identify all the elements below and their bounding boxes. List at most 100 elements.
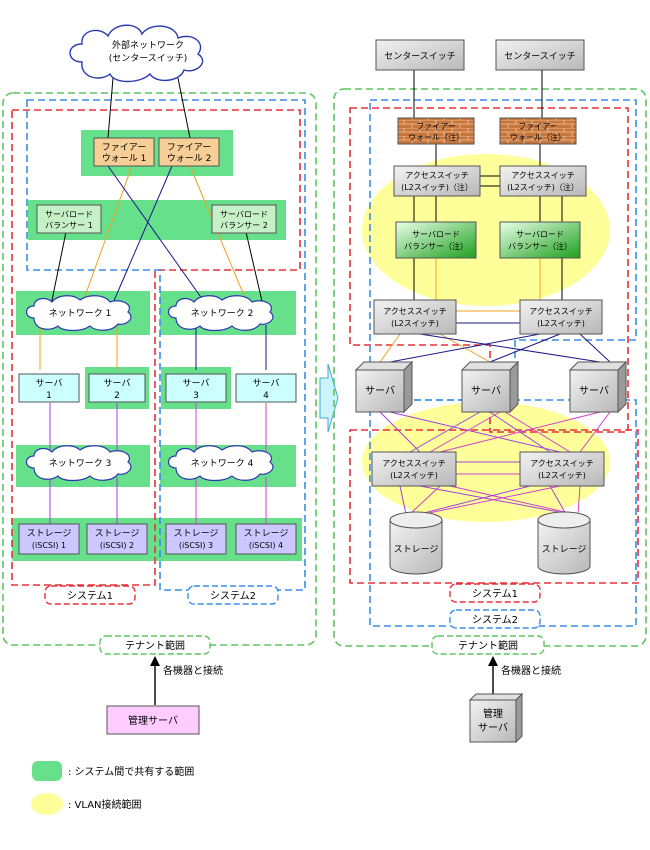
legend-vlan-label: : VLAN接続範囲 [68,798,142,811]
right-firewall-1-label: ファイアー [416,122,456,131]
right-system1-label: システム1 [472,588,518,600]
left-tenant-tag: テナント範囲 [99,635,211,655]
left-storage-3[interactable]: ストレージ (iSCSI) 3 [165,523,227,555]
access-switch-mid-2-label: アクセススイッチ [529,307,593,316]
left-load-balancer-1[interactable]: サーバロード バランサー 1 [36,204,102,234]
left-links [39,77,267,524]
left-mgmt-server[interactable]: 管理サーバ [106,705,200,735]
right-storage-2-label: ストレージ [542,545,587,555]
access-switch-top-1[interactable]: アクセススイッチ (L2スイッチ)（注） [393,165,481,197]
right-load-balancer-1[interactable]: サーバロード バランサー（注） [395,221,477,259]
right-system2-tag: システム2 [449,609,541,629]
left-load-balancer-2[interactable]: サーバロード バランサー 2 [211,204,277,234]
network-2-cloud: ネットワーク 2 [167,295,274,332]
network-3-cloud: ネットワーク 3 [25,445,132,482]
left-storage-2[interactable]: ストレージ (iSCSI) 2 [86,523,148,555]
access-switch-bottom-1-label: アクセススイッチ [382,459,446,468]
access-switch-bottom-2[interactable]: アクセススイッチ (L2スイッチ) [519,451,605,487]
left-lb-2-sub: バランサー 2 [220,221,268,230]
left-firewall-2[interactable]: ファイアー ウォール 2 [158,137,220,167]
left-server-4-sub: 4 [263,391,269,401]
right-lb-2-sub: バランサー（注） [508,241,572,251]
left-storage-4[interactable]: ストレージ (iSCSI) 4 [235,523,297,555]
access-switch-mid-1[interactable]: アクセススイッチ (L2スイッチ) [373,299,457,335]
right-system1-border-lower [349,429,639,584]
left-storage-4-label: ストレージ [244,529,289,539]
network-3-label: ネットワーク 3 [49,458,112,469]
right-server-2[interactable]: サーバ [460,360,520,414]
network-4-cloud: ネットワーク 4 [167,445,274,482]
left-tenant-label: テナント範囲 [125,639,185,652]
right-mgmt-arrowhead [488,656,498,666]
center-switch-1-label: センタースイッチ [384,51,456,62]
center-switch-2-label: センタースイッチ [504,51,576,62]
left-server-1-sub: 1 [46,391,52,401]
legend-shared-swatch [32,761,62,781]
access-switch-bottom-1-sub: (L2スイッチ) [390,471,438,480]
right-connect-label: 各機器と接続 [501,664,561,677]
left-system2-border [26,99,306,591]
left-lb-1-sub: バランサー 1 [45,221,93,230]
access-switch-top-2-label: アクセススイッチ [511,171,575,180]
right-mgmt-server-sub: サーバ [478,722,508,734]
access-switch-mid-1-label: アクセススイッチ [383,307,447,316]
left-server-4-label: サーバ [253,378,280,389]
left-firewall-2-label: ファイアー [167,143,211,153]
left-storage-4-sub: (iSCSI) 4 [249,541,283,550]
right-firewall-1-sub: ウォール（注） [408,132,464,142]
right-tenant-label: テナント範囲 [458,639,518,652]
left-server-4[interactable]: サーバ 4 [235,373,297,403]
external-network-cloud: 外部ネットワーク (センタースイッチ) [69,24,204,83]
left-firewall-1-sub: ウォール 1 [102,153,147,164]
external-network-sub: (センタースイッチ) [109,53,188,64]
left-firewall-1[interactable]: ファイアー ウォール 1 [93,137,155,167]
right-server-3[interactable]: サーバ [568,360,628,414]
center-arrow [319,363,339,433]
left-lb-2-label: サーバロード [220,210,268,219]
center-switch-1[interactable]: センタースイッチ [375,39,465,71]
access-switch-bottom-2-label: アクセススイッチ [530,459,594,468]
access-switch-top-2-sub: (L2スイッチ)（注） [507,182,579,192]
left-mgmt-arrowhead [150,656,160,666]
right-storage-2[interactable]: ストレージ [537,511,591,575]
access-switch-bottom-1[interactable]: アクセススイッチ (L2スイッチ) [371,451,457,487]
left-mgmt-server-label: 管理サーバ [128,714,178,727]
left-server-2-sub: 2 [114,391,120,401]
right-links [379,70,611,515]
left-system2-label: システム2 [210,590,256,602]
right-load-balancer-2[interactable]: サーバロード バランサー（注） [499,221,581,259]
left-system1-border [11,109,301,586]
right-lb-1-sub: バランサー（注） [404,241,468,251]
right-server-1[interactable]: サーバ [354,360,414,414]
left-server-1-label: サーバ [36,378,63,389]
left-server-3-sub: 3 [193,391,199,401]
external-network-label: 外部ネットワーク [112,39,184,51]
right-firewall-2[interactable]: ファイアー ウォール（注） [499,117,577,145]
right-server-3-label: サーバ [579,385,609,397]
right-system1-border [349,107,629,433]
left-storage-1-sub: (iSCSI) 1 [32,541,66,550]
access-switch-top-2[interactable]: アクセススイッチ (L2スイッチ)（注） [499,165,587,197]
left-firewall-2-sub: ウォール 2 [167,153,212,164]
left-server-3[interactable]: サーバ 3 [165,373,227,403]
left-server-3-label: サーバ [183,378,210,389]
access-switch-mid-1-sub: (L2スイッチ) [391,319,439,328]
right-server-1-label: サーバ [365,385,395,397]
left-server-2[interactable]: サーバ 2 [88,373,146,403]
left-server-1[interactable]: サーバ 1 [18,373,80,403]
right-system2-border-lower [369,399,637,627]
left-server-2-label: サーバ [104,378,131,389]
right-storage-1-label: ストレージ [394,545,439,555]
right-lb-2-label: サーバロード [516,230,564,239]
right-system1-tag: システム1 [449,583,541,603]
legend-shared-label: : システム間で共有する範囲 [68,765,194,778]
left-storage-1[interactable]: ストレージ (iSCSI) 1 [18,523,80,555]
right-firewall-1[interactable]: ファイアー ウォール（注） [397,117,475,145]
center-switch-2[interactable]: センタースイッチ [495,39,585,71]
left-connect-label: 各機器と接続 [163,664,223,677]
right-storage-1[interactable]: ストレージ [389,511,443,575]
right-mgmt-server-label: 管理 [483,707,503,720]
access-switch-mid-2[interactable]: アクセススイッチ (L2スイッチ) [519,299,603,335]
right-mgmt-server[interactable]: 管理 サーバ [468,692,524,744]
